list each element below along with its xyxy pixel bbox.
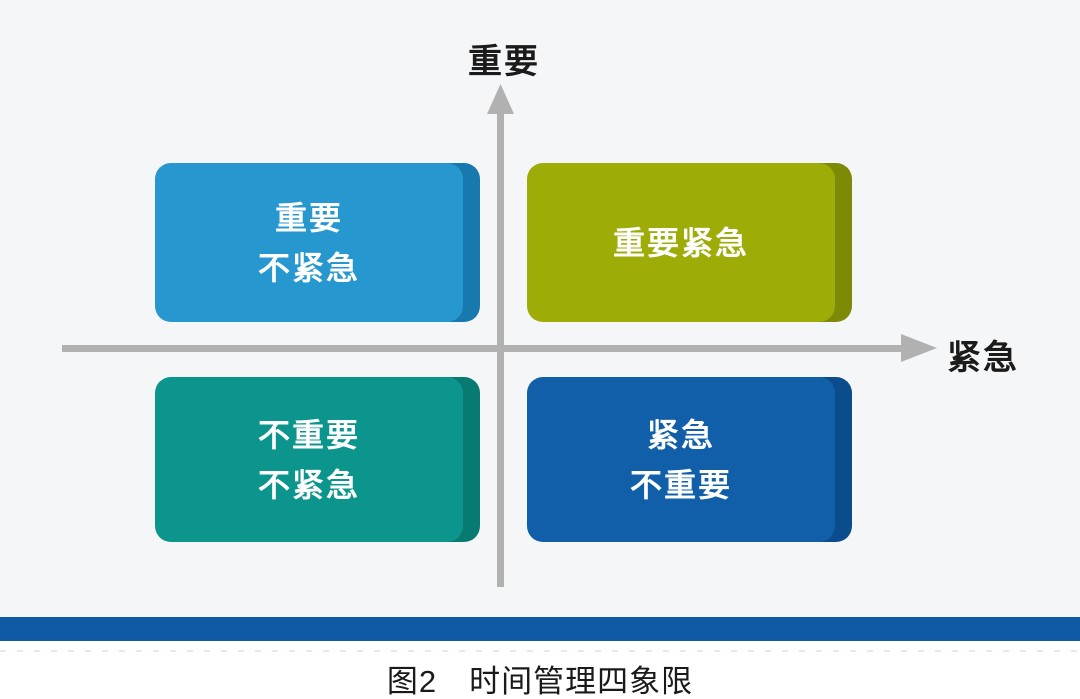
quadrant-label-line: 重要紧急 <box>612 224 749 261</box>
quadrant-face: 重要 不紧急 <box>155 163 463 322</box>
quadrant-label-line: 紧急 <box>646 416 715 453</box>
quadrant-label-line: 不重要 <box>629 466 732 503</box>
quadrant-face: 不重要 不紧急 <box>155 377 463 542</box>
quadrant-label-line: 不紧急 <box>257 466 360 503</box>
quadrant-label-line: 不紧急 <box>257 249 360 286</box>
quadrant-not-important-not-urgent: 不重要 不紧急 <box>155 377 480 542</box>
quadrant-important-not-urgent: 重要 不紧急 <box>155 163 480 322</box>
quadrant-urgent-not-important: 紧急 不重要 <box>527 377 852 542</box>
x-axis-line <box>62 345 904 352</box>
quadrant-face: 重要紧急 <box>527 163 835 322</box>
x-axis-arrowhead-icon <box>901 334 937 362</box>
quadrant-important-urgent: 重要紧急 <box>527 163 852 322</box>
quadrant-face: 紧急 不重要 <box>527 377 835 542</box>
quadrant-label-line: 重要 <box>274 199 343 236</box>
faint-dotted-line <box>0 650 1080 652</box>
x-axis-label: 紧急 <box>947 339 1019 377</box>
y-axis-label: 重要 <box>468 43 540 81</box>
bottom-divider-bar <box>0 617 1080 641</box>
figure-caption: 图2 时间管理四象限 <box>386 664 694 699</box>
quadrant-label-line: 不重要 <box>257 416 360 453</box>
